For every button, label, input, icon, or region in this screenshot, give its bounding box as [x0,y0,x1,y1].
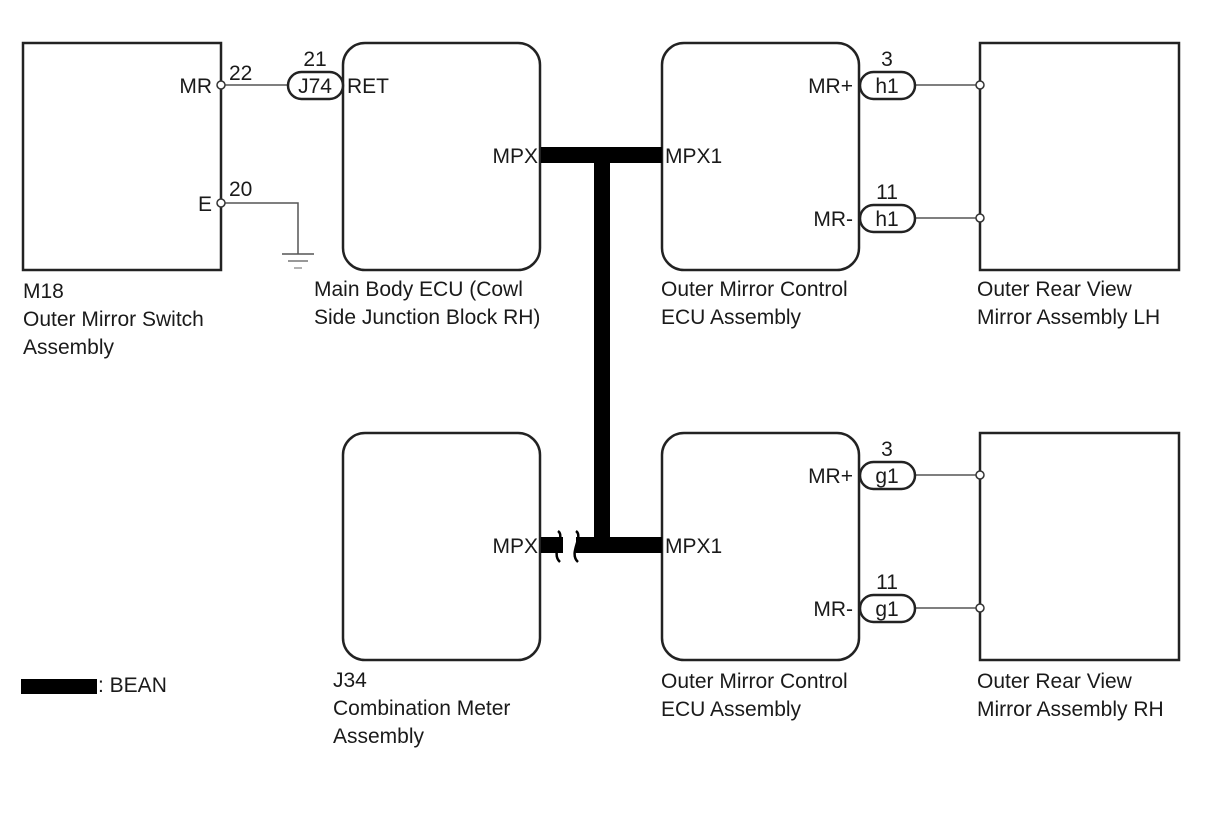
connector-j74 [286,70,345,101]
combination-meter-box [341,431,542,662]
legend-bean-label: : BEAN [98,674,167,697]
control-ecu-lh-name-1: Outer Mirror Control [661,278,848,301]
switch-caption: M18 Outer Mirror Switch Assembly [23,278,204,362]
pin-rh-mrm-label: MR- [813,598,853,621]
mirror-lh-name-1: Outer Rear View [977,278,1132,301]
bean-bus [541,147,662,553]
switch-box [21,41,223,272]
connector-h1-mrp [858,70,917,101]
pin-mr-label: MR [179,75,212,98]
connector-h1-mrp-label: h1 [875,75,898,98]
mirror-rh-box [978,431,1181,662]
wire-e-ground [225,202,299,254]
switch-name-2: Assembly [23,336,115,359]
pin-lh-mpx1-label: MPX1 [665,145,722,168]
control-ecu-rh-name-1: Outer Mirror Control [661,670,848,693]
pin-e-label: E [198,193,212,216]
pin-lh-mrm-terminal [975,213,985,223]
pin-e-terminal [216,198,226,208]
connector-g1-mrp [858,460,917,491]
pin-rh-mrm-terminal [975,603,985,613]
pin-lh-mrp-label: MR+ [808,75,853,98]
main-body-name-1: Main Body ECU (Cowl [314,278,523,301]
mirror-rh-name-2: Mirror Assembly RH [977,698,1164,721]
control-ecu-rh-name-2: ECU Assembly [661,698,802,721]
meter-name-2: Assembly [333,725,425,748]
pin-meter-mpx-label: MPX [492,535,538,558]
pin-mr-number: 22 [229,62,252,85]
main-body-ecu-box [341,41,542,272]
pin-e-number: 20 [229,178,252,201]
mirror-rh-caption: Outer Rear View Mirror Assembly RH [977,668,1164,724]
pin-h1-mrm-number: 11 [876,181,898,204]
pin-h1-mrp-number: 3 [881,48,893,71]
control-ecu-lh-caption: Outer Mirror Control ECU Assembly [661,276,848,332]
pin-g1-mrp-number: 3 [881,438,893,461]
pin-rh-mpx1-label: MPX1 [665,535,722,558]
connector-h1-mrm-label: h1 [875,208,898,231]
connector-g1-mrm [858,593,917,624]
connector-j74-label: J74 [298,75,332,98]
pin-rh-mrp-terminal [975,470,985,480]
connector-g1-mrm-label: g1 [875,598,898,621]
connector-h1-mrm [858,203,917,234]
wire-break-icon [555,530,580,563]
connector-j74-pin: 21 [303,48,326,71]
control-ecu-lh-name-2: ECU Assembly [661,306,802,329]
switch-name-1: Outer Mirror Switch [23,308,204,331]
mirror-rh-name-1: Outer Rear View [977,670,1132,693]
legend-bean-swatch [21,679,97,694]
connector-g1-mrp-label: g1 [875,465,898,488]
pin-mr-terminal [216,80,226,90]
pin-rh-mrp-label: MR+ [808,465,853,488]
mirror-lh-caption: Outer Rear View Mirror Assembly LH [977,276,1160,332]
main-body-caption: Main Body ECU (Cowl Side Junction Block … [314,276,540,332]
meter-code: J34 [333,669,367,692]
main-body-name-2: Side Junction Block RH) [314,306,541,329]
control-ecu-rh-caption: Outer Mirror Control ECU Assembly [661,668,848,724]
meter-caption: J34 Combination Meter Assembly [333,667,510,751]
pin-g1-mrm-number: 11 [876,571,898,594]
ground-icon [282,253,314,269]
mirror-lh-box [978,41,1181,272]
mirror-lh-name-2: Mirror Assembly LH [977,306,1161,329]
meter-name-1: Combination Meter [333,697,511,720]
switch-code: M18 [23,280,64,303]
pin-lh-mrp-terminal [975,80,985,90]
pin-ret-label: RET [347,75,389,98]
pin-main-mpx-label: MPX [492,145,538,168]
pin-lh-mrm-label: MR- [813,208,853,231]
